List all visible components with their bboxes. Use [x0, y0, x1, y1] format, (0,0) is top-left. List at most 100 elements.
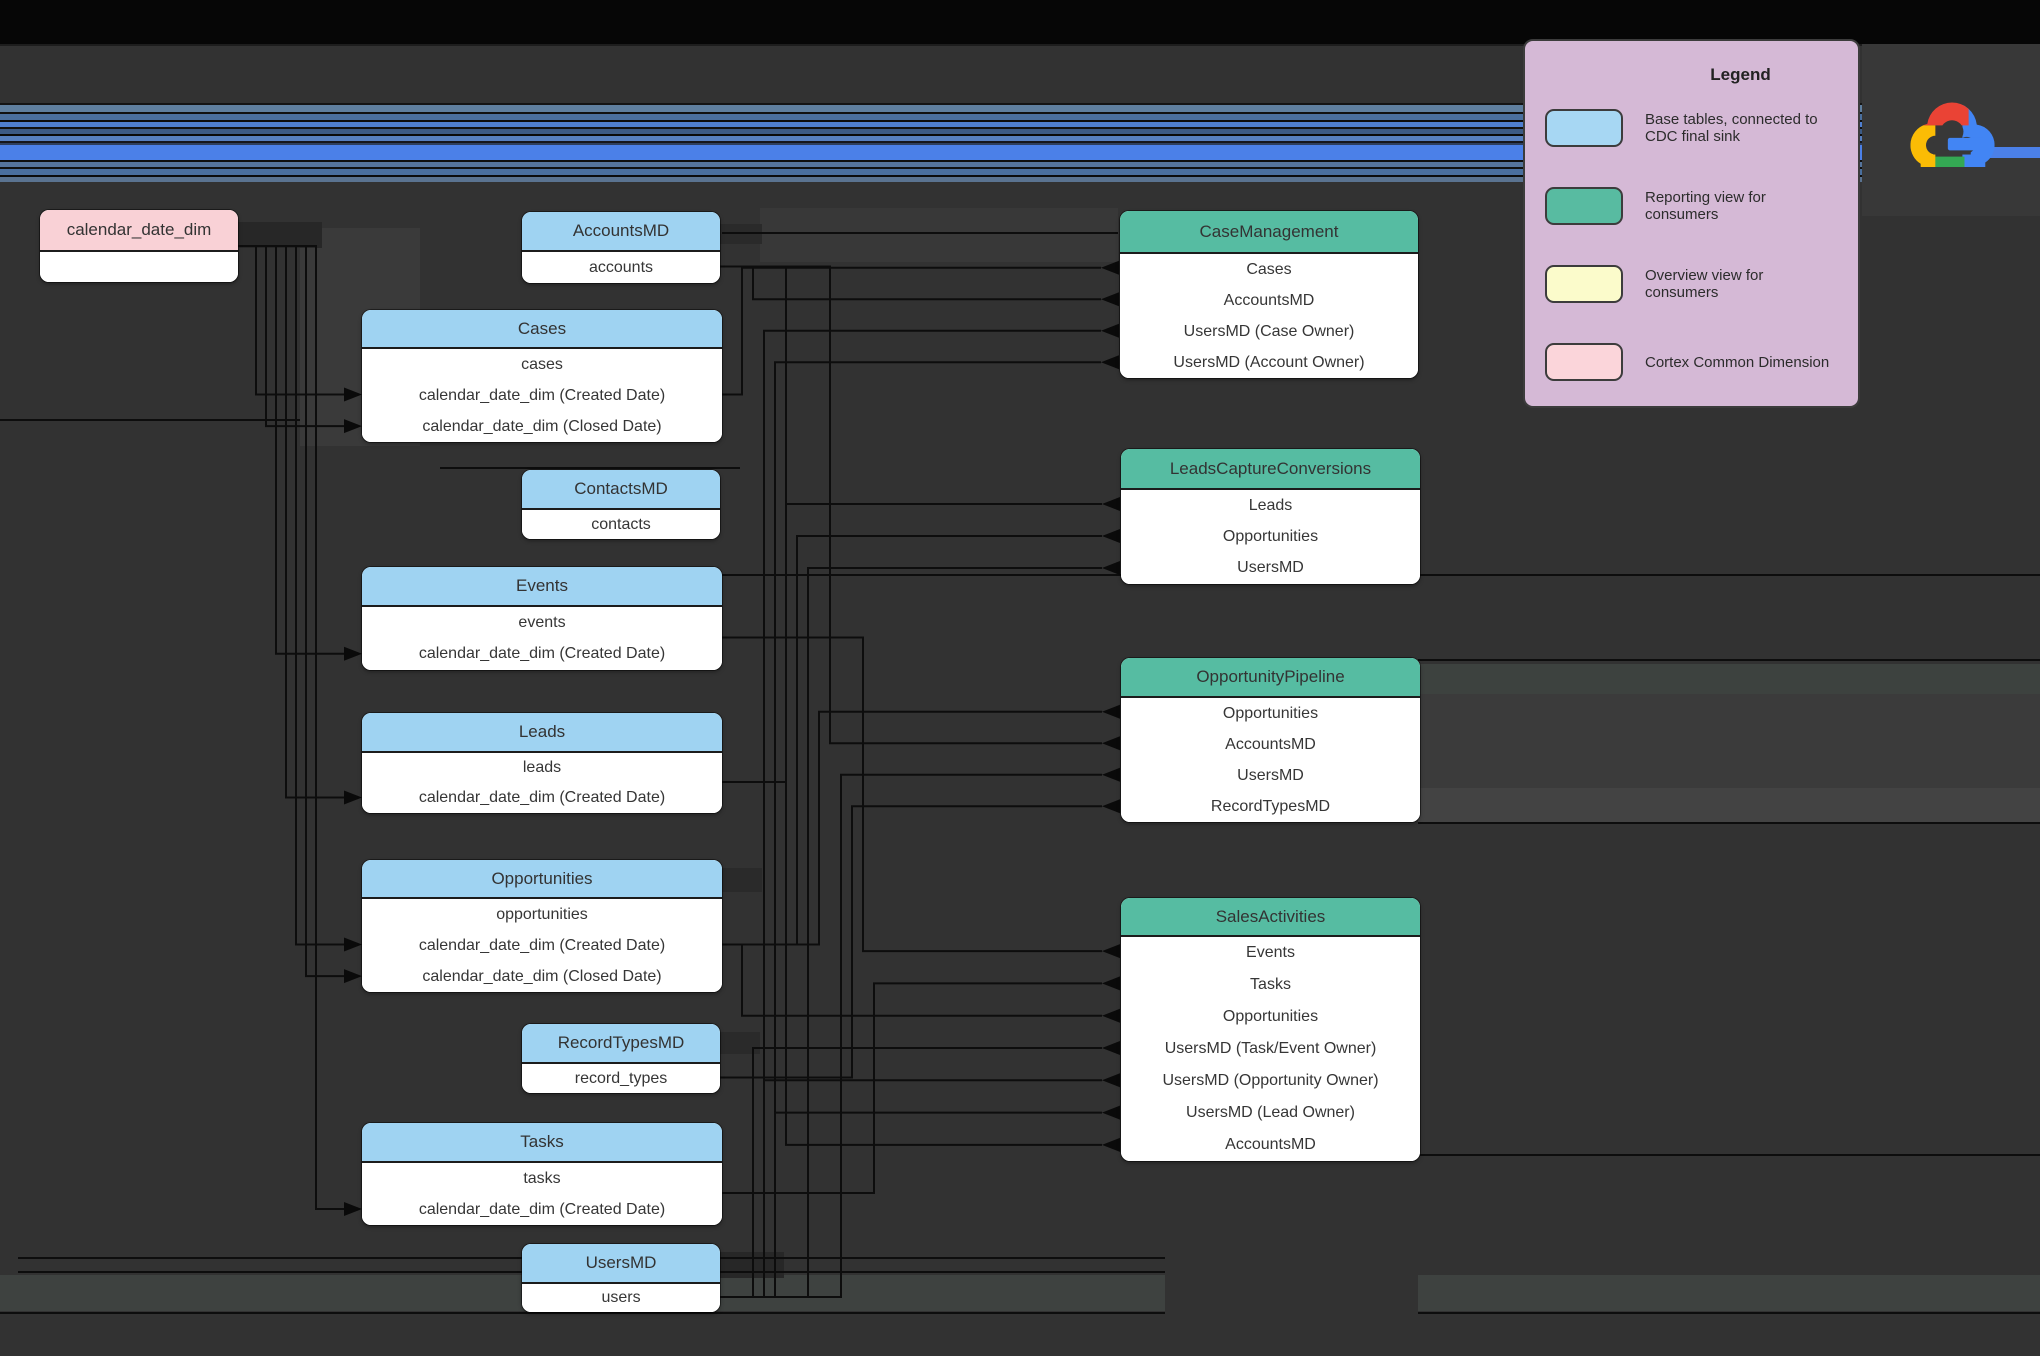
entity-title: OpportunityPipeline: [1121, 658, 1420, 698]
connector: [720, 773, 1102, 1298]
legend-item: Cortex Common Dimension: [1545, 343, 1840, 381]
arrowhead-icon: [1101, 292, 1119, 307]
legend-swatch: [1545, 265, 1623, 303]
arrowhead-icon: [1102, 944, 1120, 959]
arrowhead-icon: [1101, 323, 1119, 338]
entity-title: UsersMD: [522, 1244, 720, 1284]
connector: [238, 245, 344, 396]
legend-swatch: [1545, 343, 1623, 381]
arrowhead-icon: [344, 646, 362, 661]
entity-row: calendar_date_dim (Closed Date): [362, 961, 722, 992]
connector: [238, 245, 344, 946]
entity-row: AccountsMD: [1121, 1129, 1420, 1161]
entity-row: tasks: [362, 1163, 722, 1194]
connector: [722, 535, 1102, 946]
arrowhead-icon: [1102, 1137, 1120, 1152]
legend-label: Overview view for consumers: [1645, 267, 1764, 301]
entity-row: opportunities: [362, 899, 722, 930]
entity-row: Leads: [1121, 490, 1420, 522]
entity-row: UsersMD: [1121, 760, 1420, 791]
arrowhead-icon: [344, 387, 362, 402]
background-band: [1418, 664, 2040, 694]
entity-title: Cases: [362, 310, 722, 349]
entity-row: users: [522, 1284, 720, 1312]
connector: [722, 636, 1102, 953]
arrowhead-icon: [1101, 355, 1119, 370]
entity-row: Cases: [1120, 254, 1418, 285]
connector: [722, 710, 1102, 946]
entity-row: calendar_date_dim (Created Date): [362, 1194, 722, 1225]
arrowhead-icon: [1102, 736, 1120, 751]
connector: [238, 245, 344, 799]
arrowhead-icon: [344, 1202, 362, 1216]
entity-row: contacts: [522, 510, 720, 539]
arrowhead-icon: [344, 790, 362, 805]
connector: [722, 266, 1101, 396]
entity-row: [40, 252, 238, 282]
entity-row: calendar_date_dim (Created Date): [362, 783, 722, 813]
arrowhead-icon: [344, 419, 362, 434]
blue-stripe-stub: [1988, 147, 2040, 158]
connector: [720, 1111, 1102, 1298]
entity-row: Tasks: [1121, 969, 1420, 1001]
connector: [720, 805, 1102, 1079]
entity-row: UsersMD (Account Owner): [1120, 347, 1418, 378]
entity-row: AccountsMD: [1120, 285, 1418, 316]
connector: [722, 943, 1102, 1017]
arrowhead-icon: [1102, 529, 1120, 543]
arrowhead-icon: [1101, 260, 1119, 275]
legend-swatch: [1545, 109, 1623, 147]
legend-swatch: [1545, 187, 1623, 225]
entity-row: Events: [1121, 937, 1420, 969]
legend-label: Base tables, connected to CDC final sink: [1645, 111, 1818, 145]
connector-stub: [722, 868, 762, 892]
entity-title: AccountsMD: [522, 212, 720, 252]
entity-title: ContactsMD: [522, 470, 720, 510]
arrowhead-icon: [1102, 704, 1120, 719]
entity-row: Opportunities: [1121, 1001, 1420, 1033]
top-black-bar: [0, 0, 2040, 46]
legend-title: Legend: [1710, 65, 1771, 84]
legend: Legend Base tables, connected to CDC fin…: [1523, 39, 1860, 408]
background-band: [1418, 1275, 2040, 1311]
entity-row: calendar_date_dim (Created Date): [362, 930, 722, 961]
legend-item: Base tables, connected to CDC final sink: [1545, 109, 1840, 147]
arrowhead-icon: [1102, 1105, 1120, 1120]
entity-row: calendar_date_dim (Closed Date): [362, 411, 722, 442]
connector: [720, 567, 1102, 1298]
legend-label: Cortex Common Dimension: [1645, 353, 1830, 371]
connector: [722, 982, 1102, 1194]
entity-title: SalesActivities: [1121, 898, 1420, 937]
arrowhead-icon: [1102, 561, 1120, 575]
connector: [720, 265, 1101, 301]
google-cloud-logo: [1910, 102, 1995, 167]
entity-calendar_date_dim: calendar_date_dim: [40, 210, 238, 282]
arrowhead-icon: [344, 969, 362, 984]
entity-title: RecordTypesMD: [522, 1024, 720, 1064]
entity-row: leads: [362, 753, 722, 783]
entity-row: UsersMD (Case Owner): [1120, 316, 1418, 347]
entity-row: UsersMD (Opportunity Owner): [1121, 1065, 1420, 1097]
connector: [722, 503, 1102, 783]
entity-title: CaseManagement: [1120, 211, 1418, 254]
entity-row: UsersMD: [1121, 552, 1420, 584]
connector: [720, 265, 1102, 1146]
background-band: [1418, 694, 2040, 788]
entity-title: Tasks: [362, 1123, 722, 1163]
entity-title: LeadsCaptureConversions: [1121, 449, 1420, 490]
connector: [720, 1047, 1102, 1298]
entity-row: Opportunities: [1121, 521, 1420, 553]
connector: [238, 245, 344, 428]
connector: [720, 329, 1101, 1298]
